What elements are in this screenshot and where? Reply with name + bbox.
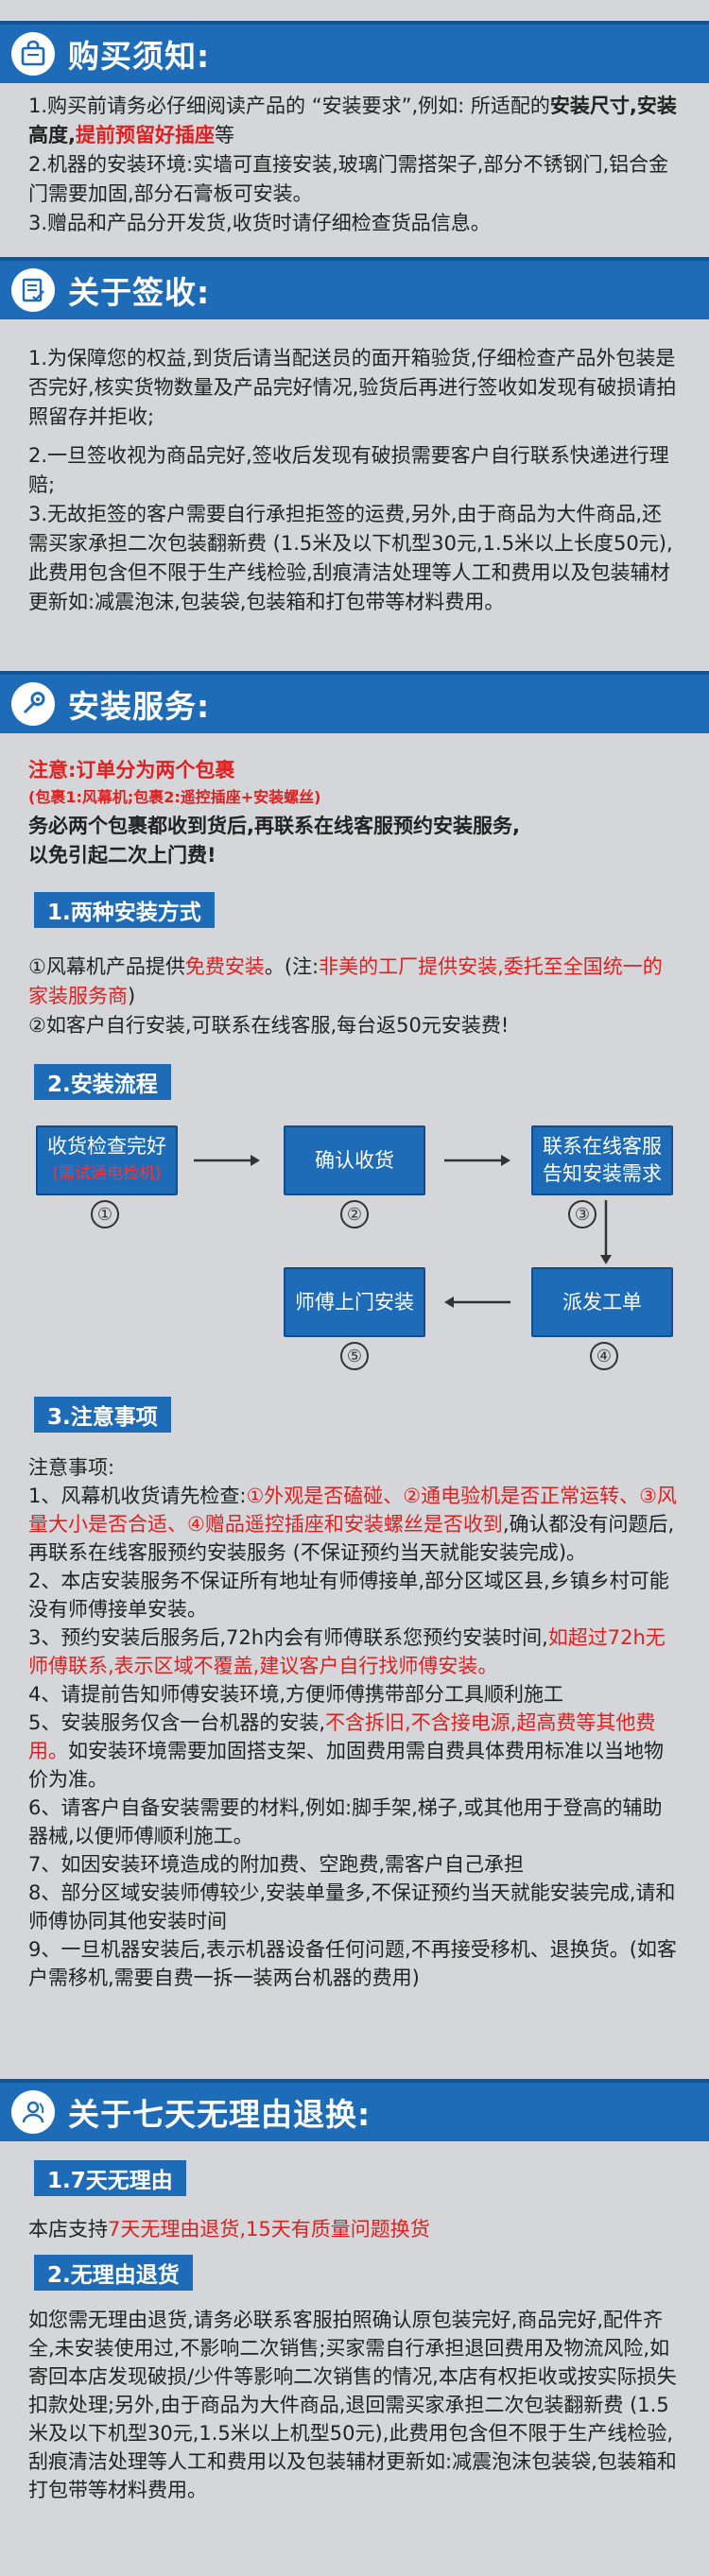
- section-header-return: 关于七天无理由退换:: [0, 2079, 709, 2141]
- wrench-icon: [11, 682, 55, 726]
- return-details: 如您需无理由退货,请务必联系客服拍照确认原包装完好,商品完好,配件齐全,未安装使…: [28, 2309, 677, 2501]
- sign-note-2: 2.一旦签收视为商品完好,签收后发现有破损需要客户自行联系快递进行理赔;: [28, 444, 669, 496]
- install-note-9: 9、一旦机器安装后,表示机器设备任何问题,不再接受移机、退换货。(如客户需移机,…: [28, 1938, 677, 1989]
- flow-number-3: ③: [568, 1200, 597, 1228]
- flow-number-5: ⑤: [340, 1342, 369, 1370]
- section-header-install: 安装服务:: [0, 671, 709, 733]
- package-detail: (包裹1:风幕机;包裹2:遥控插座+安装螺丝): [28, 788, 321, 806]
- flow-number-1: ①: [91, 1200, 119, 1228]
- install-note-4: 4、请提前告知师傅安装环境,方便师傅携带部分工具顺利施工: [28, 1683, 564, 1706]
- seven-day-label: 1.7天无理由: [34, 2160, 186, 2196]
- flow-step-inspect: 收货检查完好 (需试通电检机): [36, 1125, 178, 1195]
- install-notes-heading: 注意事项:: [28, 1456, 115, 1479]
- install-note-8: 8、部分区域安装师傅较少,安装单量多,不保证预约当天就能安装完成,请和师傅协同其…: [28, 1881, 676, 1932]
- package-note: 注意:订单分为两个包裹: [28, 759, 235, 781]
- section-header-sign: 关于签收:: [0, 257, 709, 319]
- purchase-note-2: 2.机器的安装环境:实墙可直接安装,玻璃门需搭架子,部分不锈钢门,铝合金门需要加…: [28, 153, 669, 205]
- purchase-notes: 1.购买前请务必仔细阅读产品的 “安装要求”,例如: 所适配的安装尺寸,安装高度…: [28, 92, 681, 238]
- install-note-2: 2、本店安装服务不保证所有地址有师傅接单,部分区域区县,乡镇乡村可能没有师傅接单…: [28, 1570, 669, 1621]
- return-user-icon: [11, 2090, 55, 2134]
- shopping-bag-icon: [11, 32, 55, 76]
- purchase-note-3: 3.赠品和产品分开发货,收货时请仔细检查货品信息。: [28, 212, 491, 234]
- flow-number-4: ④: [590, 1342, 618, 1370]
- section-title: 安装服务:: [68, 688, 211, 725]
- install-methods: ①风幕机产品提供免费安装。(注:非美的工厂提供安装,委托至全国统一的家装服务商)…: [28, 953, 681, 1040]
- install-note-7: 7、如因安装环境造成的附加费、空跑费,需客户自己承担: [28, 1853, 525, 1876]
- install-notes-label: 3.注意事项: [34, 1397, 171, 1433]
- install-method-1: ①风幕机产品提供免费安装。(注:非美的工厂提供安装,委托至全国统一的家装服务商): [28, 955, 663, 1007]
- sign-document-icon: [11, 268, 55, 312]
- flow-step-dispatch: 派发工单: [531, 1267, 673, 1337]
- install-note-3: 3、预约安装后服务后,72h内会有师傅联系您预约安装时间,如超过72h无师傅联系…: [28, 1626, 666, 1677]
- section-title: 关于签收:: [68, 274, 211, 311]
- arrow-right-icon: [444, 1155, 510, 1166]
- flow-step-visit: 师傅上门安装: [284, 1267, 425, 1337]
- install-note-6: 6、请客户自备安装需要的材料,例如:脚手架,梯子,或其他用于登高的辅助器械,以便…: [28, 1796, 663, 1847]
- return-policy-line: 本店支持7天无理由退货,15天有质量问题换货: [28, 2218, 430, 2241]
- install-notes: 注意事项: 1、风幕机收货请先检查:①外观是否磕碰、②通电验机是否正常运转、③风…: [28, 1453, 681, 1992]
- section-title: 购买须知:: [68, 38, 211, 75]
- no-reason-return-label: 2.无理由退货: [34, 2255, 193, 2291]
- section-title: 关于七天无理由退换:: [68, 2096, 372, 2133]
- arrow-left-icon: [444, 1297, 510, 1308]
- purchase-note-1: 1.购买前请务必仔细阅读产品的 “安装要求”,例如: 所适配的安装尺寸,安装高度…: [28, 94, 677, 146]
- flow-step-contact: 联系在线客服 告知安装需求: [531, 1125, 673, 1195]
- install-package-note: 注意:订单分为两个包裹 (包裹1:风幕机;包裹2:遥控插座+安装螺丝) 务必两个…: [28, 756, 681, 870]
- arrow-down-icon: [600, 1200, 612, 1264]
- install-flow-label: 2.安装流程: [34, 1064, 171, 1100]
- install-method-label: 1.两种安装方式: [34, 892, 215, 928]
- package-instruction-2: 以免引起二次上门费!: [28, 844, 216, 867]
- arrow-right-icon: [194, 1155, 260, 1166]
- sign-note-1: 1.为保障您的权益,到货后请当配送员的面开箱验货,仔细检查产品外包装是否完好,核…: [28, 347, 677, 428]
- package-instruction: 务必两个包裹都收到货后,再联系在线客服预约安装服务,: [28, 815, 520, 837]
- install-note-1: 1、风幕机收货请先检查:①外观是否磕碰、②通电验机是否正常运转、③风量大小是否合…: [28, 1485, 677, 1564]
- install-method-2: ②如客户自行安装,可联系在线客服,每台返50元安装费!: [28, 1014, 510, 1037]
- section-header-purchase: 购买须知:: [0, 21, 709, 83]
- flow-number-2: ②: [340, 1200, 369, 1228]
- sign-note-3: 3.无故拒签的客户需要自行承担拒签的运费,另外,由于商品为大件商品,还需买家承担…: [28, 503, 673, 613]
- sign-notes: 1.为保障您的权益,到货后请当配送员的面开箱验货,仔细检查产品外包装是否完好,核…: [28, 344, 681, 617]
- flow-step-confirm: 确认收货: [284, 1125, 425, 1195]
- install-note-5: 5、安装服务仅含一台机器的安装,不含拆旧,不含接电源,超高费等其他费用。如安装环…: [28, 1711, 664, 1791]
